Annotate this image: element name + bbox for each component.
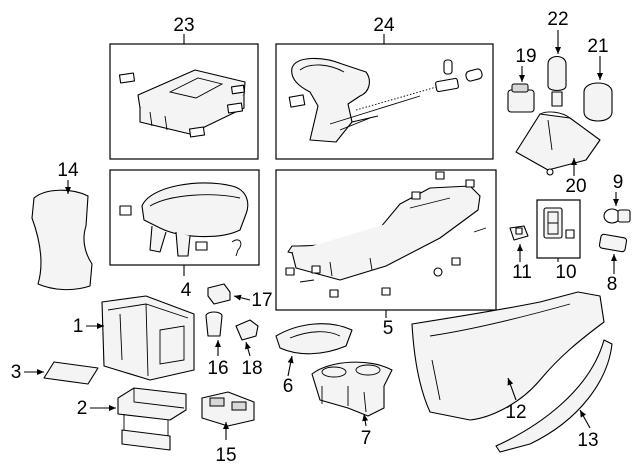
part-1-console-bracket [101, 295, 195, 381]
callout-7: 7 [361, 428, 372, 449]
part-21-knob [583, 82, 613, 122]
callout-9: 9 [613, 172, 624, 193]
part-18-cover [235, 319, 259, 341]
callout-17: 17 [251, 290, 272, 311]
callout-18: 18 [241, 358, 262, 379]
part-15-switch-panel [201, 391, 255, 427]
part-2-lower-bracket [117, 387, 187, 451]
callout-19: 19 [515, 46, 536, 67]
callout-4: 4 [181, 280, 192, 301]
part-16-socket [205, 311, 223, 337]
callout-23: 23 [173, 15, 194, 36]
callout-5: 5 [383, 318, 394, 339]
callout-2: 2 [77, 398, 88, 419]
part-13-trim-strip [495, 339, 613, 453]
callout-14: 14 [57, 160, 79, 181]
callout-22: 22 [547, 9, 568, 30]
part-19-switch [507, 83, 535, 113]
part-17-clip [207, 283, 231, 305]
callout-15: 15 [215, 445, 236, 466]
part-23-indicator-panel [118, 69, 246, 138]
part-11-switch [509, 225, 529, 241]
callout-3: 3 [11, 362, 22, 383]
callout-10: 10 [555, 262, 576, 283]
callout-1: 1 [73, 316, 84, 337]
callout-16: 16 [207, 358, 228, 379]
callout-labels: 23 24 22 19 21 20 14 9 11 10 8 4 17 5 1 … [11, 9, 624, 466]
callout-8: 8 [607, 274, 618, 295]
callout-20: 20 [565, 176, 586, 197]
callout-24: 24 [373, 15, 395, 36]
part-9-bulb [603, 208, 631, 224]
part-14-side-trim [31, 189, 93, 291]
part-24-shifter-assembly [288, 57, 483, 143]
callout-11: 11 [512, 262, 532, 283]
part-3-pad [43, 361, 99, 385]
callout-12: 12 [505, 402, 526, 423]
part-20-shift-boot [515, 111, 601, 176]
part-7-cup-holder [311, 361, 393, 417]
callout-21: 21 [587, 36, 608, 57]
part-5-console-base [285, 171, 487, 298]
part-4-armrest [119, 182, 249, 257]
part-8-socket [598, 233, 628, 253]
part-6-tray [275, 323, 353, 355]
part-22-shift-knob [547, 55, 567, 107]
callout-6: 6 [283, 376, 294, 397]
part-12-side-panel [411, 291, 605, 421]
callout-13: 13 [577, 430, 598, 451]
part-10-switch-assembly [543, 207, 575, 239]
leader-lines [24, 30, 619, 440]
